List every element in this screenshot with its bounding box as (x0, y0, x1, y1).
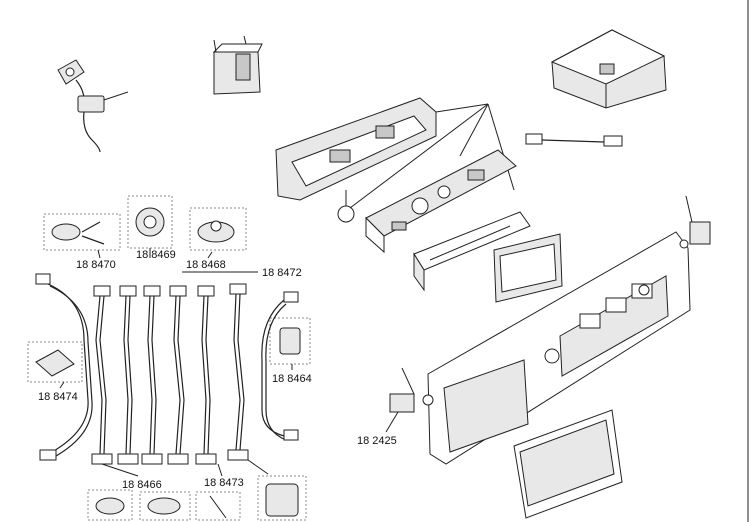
button-rail (413, 211, 531, 292)
label-18-8474: 18 8474 (38, 391, 78, 403)
part-box-8469 (127, 195, 173, 249)
label-18-8464: 18 8464 (272, 373, 312, 385)
control-module-box (550, 29, 667, 109)
label-18-8466: 18 8466 (122, 479, 162, 491)
display-unit (493, 233, 563, 303)
label-18-8470: 18 8470 (76, 259, 116, 271)
label-18-2425: 18 2425 (357, 435, 397, 447)
part-box-8474 (27, 341, 83, 383)
printed-circuit-board (365, 149, 517, 254)
wiring-harness-set (35, 273, 299, 465)
control-board-bracket (275, 97, 437, 223)
label-18-8468: 18 8468 (186, 259, 226, 271)
label-18-8469: 18 8469 (136, 249, 176, 261)
label-18-8472: 18 8472 (262, 267, 302, 279)
part-box-bottom-2 (139, 491, 191, 521)
part-box-8470 (43, 213, 121, 251)
part-box-8464 (269, 317, 311, 365)
label-18-8473: 18 8473 (204, 477, 244, 489)
interference-filter (212, 35, 263, 95)
label-leader-lines (59, 248, 399, 477)
power-plug-cable (57, 59, 129, 153)
connecting-cable-short (525, 133, 623, 147)
part-box-bottom-1 (87, 489, 133, 521)
part-box-8468 (189, 207, 247, 251)
fascia-panel (427, 231, 691, 465)
board-leader-lines (349, 103, 515, 209)
part-box-bottom-3 (195, 491, 241, 521)
side-clip (679, 195, 711, 249)
detergent-drawer-handle (513, 409, 623, 519)
clip-18-2425 (389, 367, 434, 413)
part-box-bottom-4 (257, 475, 307, 521)
